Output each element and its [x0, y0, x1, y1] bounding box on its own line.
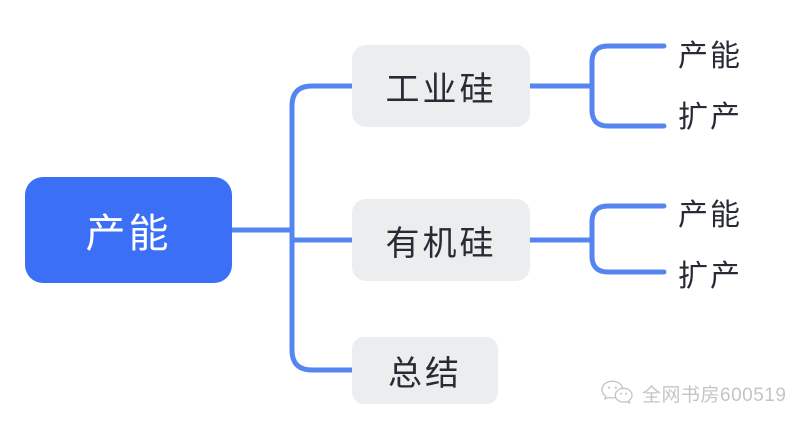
leaf-node-label: 扩产 [678, 101, 742, 134]
branch-node-industrial-silicon[interactable]: 工业硅 [352, 45, 530, 127]
leaf-node-industrial-expansion[interactable]: 扩产 [678, 92, 742, 136]
connector-industrial-bracket-lower [589, 83, 667, 129]
branch-node-organic-silicon[interactable]: 有机硅 [352, 199, 530, 281]
leaf-node-label: 产能 [678, 40, 742, 73]
connector-trunk-upper [289, 83, 355, 233]
root-node[interactable]: 产能 [25, 177, 232, 283]
branch-node-label: 有机硅 [385, 224, 497, 263]
watermark: 全网书房600519 [600, 379, 786, 407]
root-node-label: 产能 [85, 212, 172, 256]
connector-organic-bracket-upper [589, 203, 667, 243]
connector-organic-bracket-lower [589, 237, 667, 275]
leaf-node-organic-capacity[interactable]: 产能 [678, 190, 742, 234]
wechat-icon [600, 379, 634, 407]
leaf-node-organic-expansion[interactable]: 扩产 [678, 251, 742, 295]
branch-node-label: 工业硅 [385, 70, 497, 109]
connector-industrial-bracket-upper [589, 43, 667, 89]
watermark-text: 全网书房600519 [642, 384, 787, 406]
leaf-node-label: 产能 [678, 199, 742, 232]
connector-trunk-lower [289, 227, 355, 373]
branch-node-label: 总结 [388, 355, 462, 393]
branch-node-summary[interactable]: 总结 [352, 337, 498, 404]
connector-trunk-middle [289, 227, 355, 243]
leaf-node-industrial-capacity[interactable]: 产能 [678, 31, 742, 75]
leaf-node-label: 扩产 [678, 260, 742, 293]
